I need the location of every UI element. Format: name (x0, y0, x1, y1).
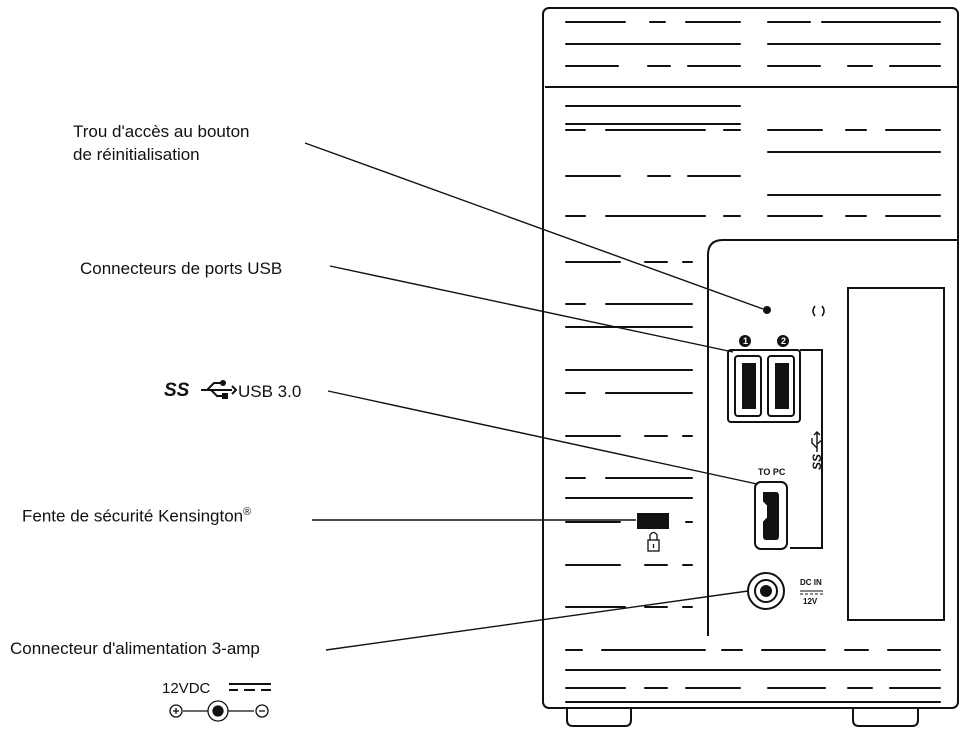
kensington-slot (637, 513, 669, 529)
usb-trident-icon (201, 380, 238, 399)
usb-vertical-trident-icon (811, 431, 823, 452)
reset-indicator-icon (812, 305, 825, 317)
leader-reset (304, 142, 764, 310)
callout-reset-line1: Trou d'accès au bouton (73, 122, 250, 141)
port-2-number: 2 (780, 336, 786, 346)
port-number-badges (739, 335, 789, 347)
dc-symbol-icon (229, 683, 271, 691)
callout-power: Connecteur d'alimentation 3-amp (10, 639, 260, 658)
callout-usb3: USB 3.0 (238, 382, 302, 401)
port-1-number: 1 (742, 336, 748, 346)
polarity-icon (169, 700, 269, 722)
power-jack-icon (747, 572, 785, 610)
superspeed-logo: SS (164, 380, 190, 401)
reset-pinhole-icon (763, 306, 771, 314)
lock-icon (647, 531, 660, 552)
callout-kensington-text: Fente de sécurité Kensington (22, 506, 244, 526)
leader-usb-ports (329, 265, 734, 353)
registered-mark: ® (243, 506, 252, 518)
vent-slots (565, 21, 941, 703)
power-spec-voltage: 12VDC (162, 680, 211, 697)
callout-kensington: Fente de sécurité Kensington® (22, 501, 251, 528)
volt-label: 12V (803, 597, 818, 606)
leader-lines (304, 142, 764, 651)
leader-power (325, 590, 749, 651)
callout-reset-line2: de réinitialisation (73, 145, 200, 164)
ss-vertical-logo: SS (810, 454, 824, 470)
usb3-micro-port-icon (754, 481, 788, 550)
callout-usb-ports: Connecteurs de ports USB (80, 259, 283, 278)
device-body (542, 7, 959, 727)
to-pc-label: TO PC (758, 467, 786, 477)
dc-in-label: DC IN (800, 578, 822, 587)
polarity-plus (163, 700, 189, 722)
leader-usb3 (327, 390, 758, 485)
callout-ss-logo: SS (164, 379, 189, 402)
usb-ports-icon (727, 349, 823, 549)
